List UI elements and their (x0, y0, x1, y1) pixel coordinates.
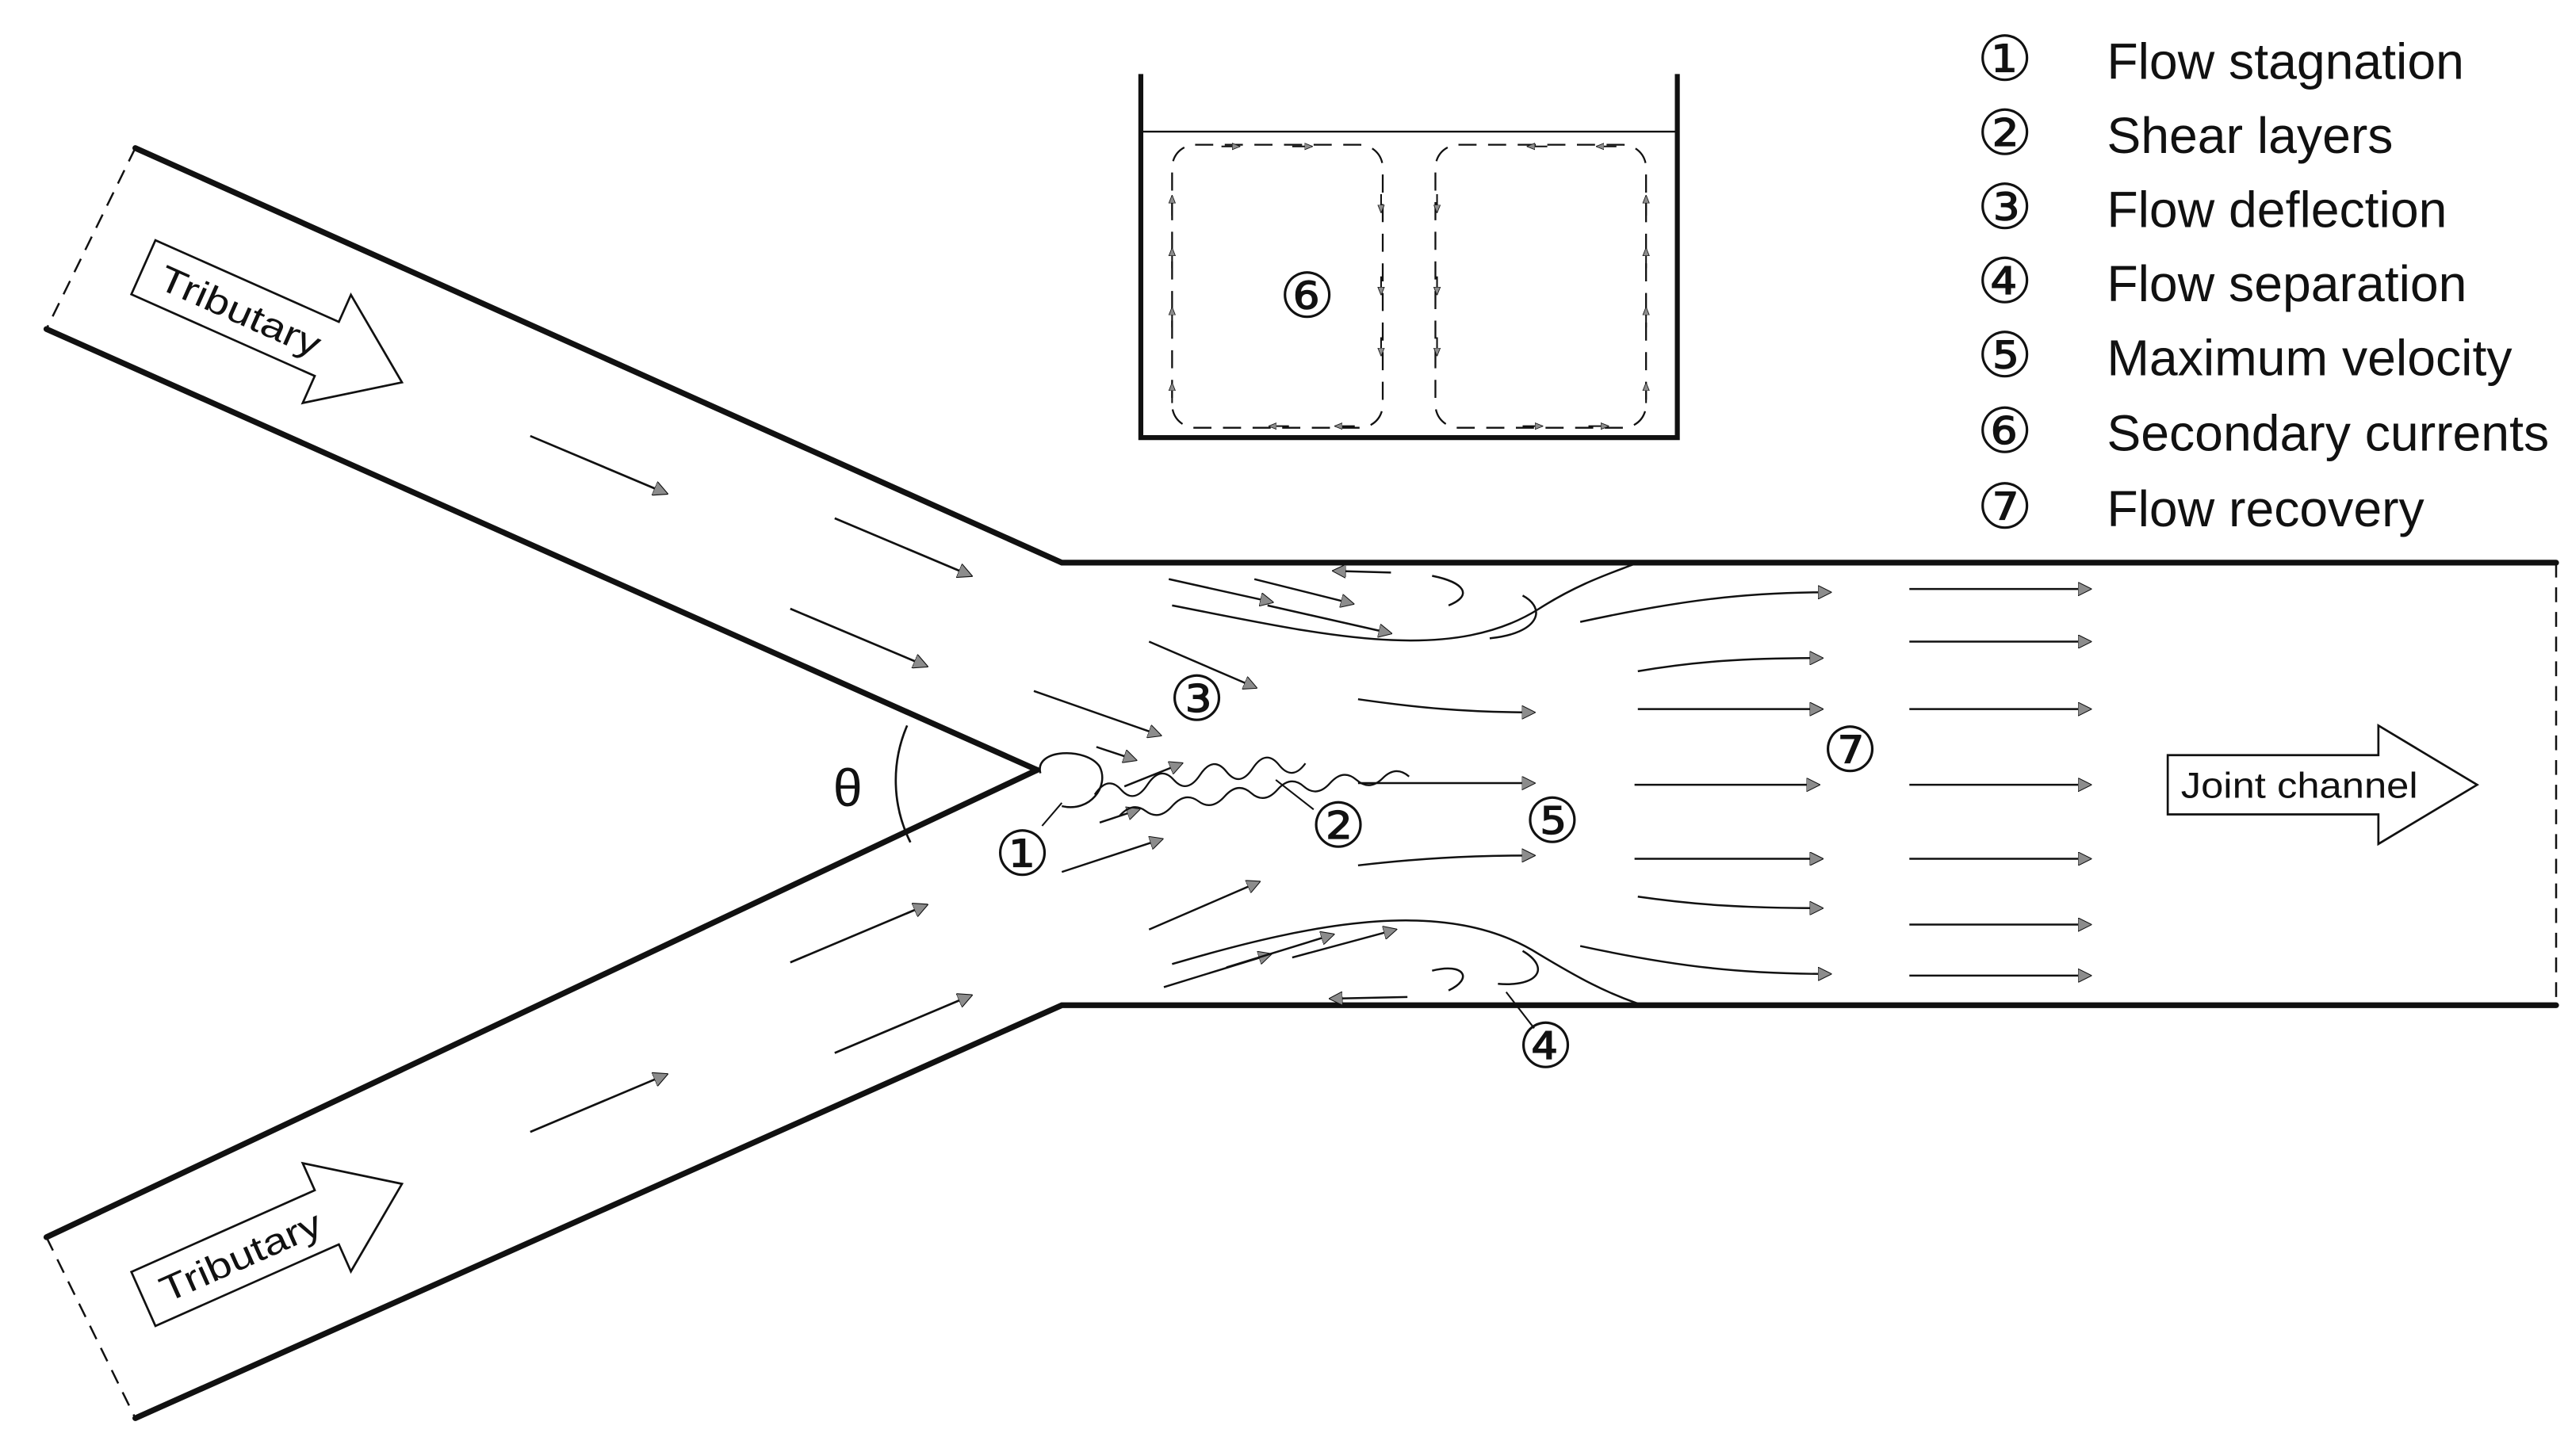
lower-inlet-boundary (45, 1236, 136, 1419)
marker-flow-stagnation: ① (994, 819, 1051, 889)
joint-channel-block-arrow: Joint channel (2166, 724, 2480, 846)
lower-separation-boundary (1171, 919, 1639, 1005)
junction-flow-arrows (1033, 640, 1259, 931)
diagram-markers: ① ② ③ ④ ⑤ ⑥ ⑦ (994, 262, 1878, 1082)
open-boundaries (45, 147, 2558, 1419)
lower-tributary-inner-bank (43, 766, 1040, 1240)
upper-tributary-flow-arrows (530, 434, 971, 667)
stagnation-eddy (1039, 752, 1104, 808)
svg-text:Secondary currents: Secondary currents (2107, 405, 2549, 462)
legend: ① Flow stagnation ② Shear layers ③ Flow … (1977, 25, 2549, 542)
upper-inlet-boundary (45, 147, 136, 330)
secondary-current-arrows (1172, 147, 1646, 426)
legend-item-maximum-velocity: ⑤ Maximum velocity (1977, 320, 2513, 390)
upper-separation-zone (1168, 561, 1639, 642)
recovery-flow-arrows (1579, 589, 2090, 976)
legend-item-flow-recovery: ⑦ Flow recovery (1977, 472, 2424, 541)
svg-text:Flow deflection: Flow deflection (2107, 181, 2447, 238)
cross-section-inset (1138, 74, 1680, 441)
svg-text:②: ② (1977, 98, 2033, 168)
svg-text:Flow recovery: Flow recovery (2107, 480, 2424, 537)
lower-tributary-flow-arrows (530, 905, 971, 1133)
svg-text:⑤: ⑤ (1977, 320, 2033, 390)
svg-text:Maximum velocity: Maximum velocity (2107, 329, 2513, 386)
legend-item-shear-layers: ② Shear layers (1977, 98, 2393, 168)
svg-text:①: ① (1977, 25, 2033, 94)
core-flow-arrows (1357, 697, 1534, 867)
junction-angle-arc (894, 724, 912, 843)
upper-tributary-inner-bank (43, 326, 1040, 774)
legend-item-flow-separation: ④ Flow separation (1977, 246, 2467, 316)
svg-text:Joint channel: Joint channel (2181, 766, 2418, 806)
marker-flow-deflection: ③ (1169, 664, 1225, 734)
legend-item-secondary-currents: ⑥ Secondary currents (1977, 396, 2549, 466)
marker-shear-layers: ② (1311, 791, 1367, 861)
svg-text:Flow separation: Flow separation (2107, 255, 2467, 312)
shear-layer-lines (1093, 756, 1410, 817)
marker-maximum-velocity: ⑤ (1524, 786, 1580, 856)
lower-separation-zone (1163, 919, 1639, 1029)
channel-outline (43, 145, 2559, 1421)
marker-secondary-currents: ⑥ (1279, 262, 1335, 331)
marker-flow-separation: ④ (1517, 1011, 1574, 1081)
lower-tributary-block-arrow: Tributary (129, 1161, 404, 1328)
legend-item-flow-stagnation: ① Flow stagnation (1977, 25, 2464, 94)
upper-tributary-outer-bank (132, 145, 2559, 566)
legend-item-flow-deflection: ③ Flow deflection (1977, 173, 2447, 243)
svg-text:Shear layers: Shear layers (2107, 107, 2393, 164)
svg-text:⑦: ⑦ (1977, 472, 2033, 541)
junction-angle-symbol: θ (833, 759, 863, 818)
upper-tributary-block-arrow: Tributary (129, 239, 404, 405)
svg-text:③: ③ (1977, 173, 2033, 243)
svg-text:④: ④ (1977, 246, 2033, 316)
svg-text:⑥: ⑥ (1977, 396, 2033, 466)
secondary-current-cells (1171, 143, 1648, 429)
lower-tributary-outer-bank (132, 1002, 2559, 1421)
marker-flow-recovery: ⑦ (1822, 716, 1878, 785)
cross-section-walls (1138, 74, 1680, 441)
upper-separation-boundary (1172, 561, 1639, 642)
svg-text:Flow stagnation: Flow stagnation (2107, 33, 2464, 90)
